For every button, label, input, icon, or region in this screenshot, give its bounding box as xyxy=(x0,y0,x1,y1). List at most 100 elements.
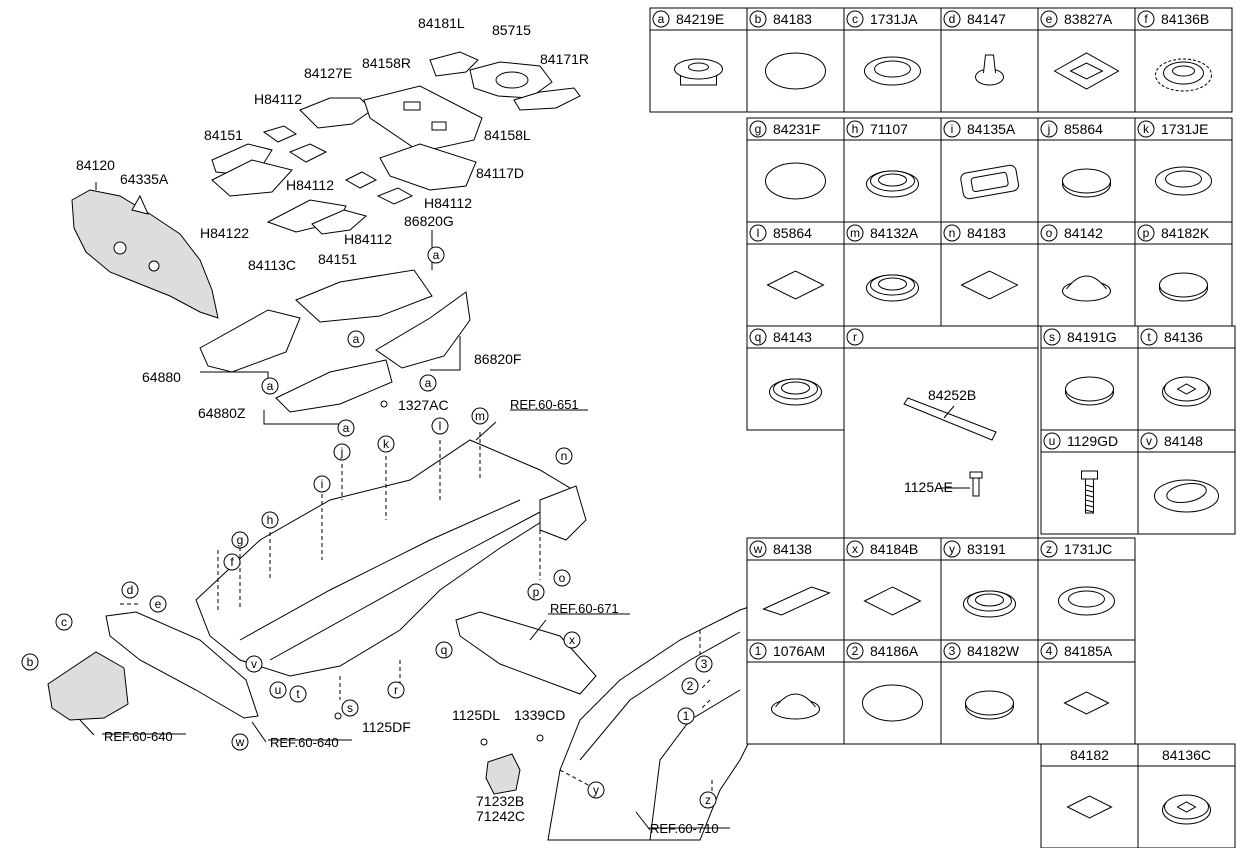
callout-letter: 2 xyxy=(687,679,694,693)
legend-key: v xyxy=(1146,434,1152,448)
pad-H84112-d xyxy=(376,187,414,205)
legend-key: x xyxy=(852,542,858,556)
legend-r-lower: 1125AE xyxy=(904,479,953,495)
bolt-1339CD xyxy=(536,734,544,742)
callout-circles: aaaaabcdefghijklmnopqrstuvwxyz1234 xyxy=(21,246,775,809)
pad-84151-b xyxy=(211,159,293,197)
callout-letter: a xyxy=(425,376,432,390)
label-84171R: 84171R xyxy=(540,51,589,67)
callout-a: a xyxy=(261,377,279,395)
legend-key: s xyxy=(1049,330,1055,344)
legend-part-number: 84136B xyxy=(1161,11,1209,27)
label-84127E: 84127E xyxy=(304,65,352,81)
label-H84112-a: H84112 xyxy=(254,91,302,107)
pad-H84112-c xyxy=(344,171,378,189)
callout-letter: p xyxy=(533,585,540,599)
callout-e: e xyxy=(149,595,167,613)
legend-key: e xyxy=(1046,12,1053,26)
callout-letter: i xyxy=(321,477,324,491)
label-86820G: 86820G xyxy=(404,213,454,229)
callout-letter: v xyxy=(251,657,257,671)
legend-cell-t: t 84136 xyxy=(1137,325,1236,431)
pad-84183 xyxy=(47,651,129,721)
label-85715: 85715 xyxy=(492,22,531,38)
part-labels: 84181L 85715 84127E 84158R 84171R H84112… xyxy=(76,15,589,824)
ref-60-651: REF.60-651 xyxy=(510,397,579,412)
callout-o: o xyxy=(553,569,571,587)
callout-u: u xyxy=(269,681,287,699)
callout-z: z xyxy=(699,791,717,809)
cover-86820G xyxy=(295,269,433,323)
legend-part-number: 84142 xyxy=(1064,225,1103,241)
legend-key: t xyxy=(1147,330,1151,344)
legend-key: 2 xyxy=(852,644,859,658)
callout-letter: r xyxy=(394,683,398,697)
callout-l: l xyxy=(431,417,449,435)
legend-key: y xyxy=(949,542,955,556)
label-86820F: 86820F xyxy=(474,351,521,367)
legend-part-number: 84136 xyxy=(1164,329,1203,345)
label-84158L: 84158L xyxy=(484,127,531,143)
pad-H84112-a xyxy=(262,125,298,143)
legend-part-number: 84231F xyxy=(773,121,820,137)
callout-letter: s xyxy=(347,701,353,715)
callout-h: h xyxy=(261,511,279,529)
callout-letter: a xyxy=(267,379,274,393)
legend-part-number: 84138 xyxy=(773,541,812,557)
legend-part-number: 84132A xyxy=(870,225,919,241)
legend-key: j xyxy=(1047,122,1051,136)
legend-part-number: 84182K xyxy=(1161,225,1210,241)
label-64335A: 64335A xyxy=(120,171,169,187)
pad-85715-hole xyxy=(495,71,529,89)
callout-1: 1 xyxy=(677,707,695,725)
callout-letter: o xyxy=(559,571,566,585)
pad-84127E xyxy=(299,97,373,129)
legend-part-number: 1731JA xyxy=(870,11,918,27)
callout-letter: b xyxy=(27,655,34,669)
leader xyxy=(430,336,461,371)
leader xyxy=(79,719,95,736)
legend-part-number: 84186A xyxy=(870,643,919,659)
bolt-1327AC xyxy=(380,400,388,408)
rear-crossmember xyxy=(455,611,597,695)
pad-84158R-slot2 xyxy=(431,121,447,131)
callout-letter: z xyxy=(705,793,711,807)
callout-letter: x xyxy=(569,633,575,647)
dash-leader xyxy=(699,699,711,711)
legend-r-upper: 84252B xyxy=(928,387,976,403)
floor-pan-wheelhouse xyxy=(539,485,587,541)
ref-60-640-b: REF.60-640 xyxy=(270,735,339,750)
legend-part-number: 1731JE xyxy=(1161,121,1208,137)
label-84151-b: 84151 xyxy=(318,251,357,267)
callout-j: j xyxy=(333,443,351,461)
legend-part-number: 84136C xyxy=(1162,747,1211,763)
pad-84181L xyxy=(429,51,479,77)
legend-key: i xyxy=(951,122,954,136)
label-H84112-b: H84112 xyxy=(286,177,334,193)
legend-key: z xyxy=(1046,542,1052,556)
callout-letter: u xyxy=(275,683,282,697)
callout-a: a xyxy=(347,330,365,348)
dash-insulator-body xyxy=(71,189,219,319)
legend-key: a xyxy=(658,12,665,26)
legend-key: 1 xyxy=(755,644,762,658)
legend-key: b xyxy=(755,12,762,26)
label-1327AC: 1327AC xyxy=(398,397,449,413)
legend-key: q xyxy=(755,330,762,344)
callout-a: a xyxy=(427,246,445,264)
